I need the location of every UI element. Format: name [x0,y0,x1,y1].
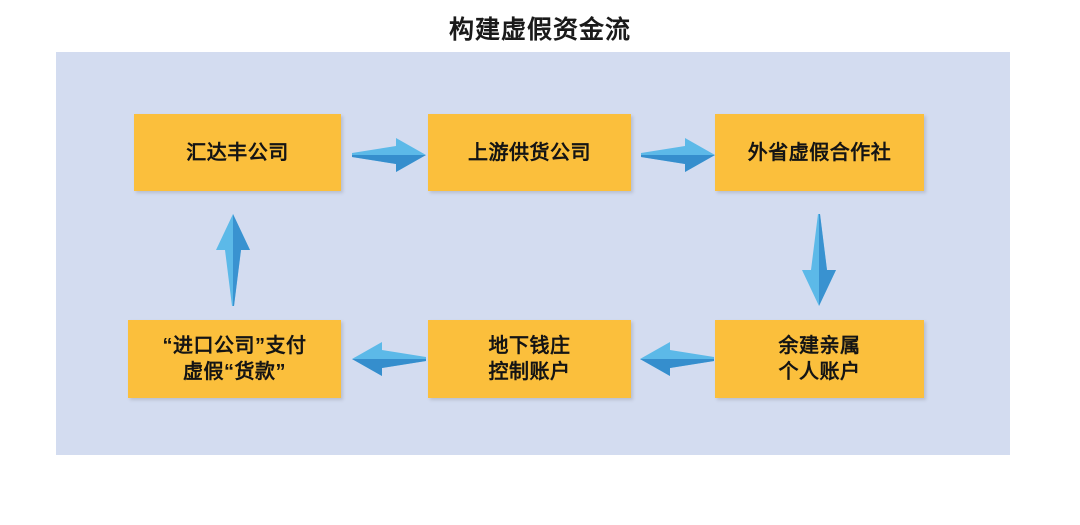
node-underground-bank-controlled-account[interactable]: 地下钱庄 控制账户 [428,320,631,398]
node-label-line1: 外省虚假合作社 [747,141,892,164]
node-label-line1: 余建亲属 [778,335,861,357]
node-label-line2: 控制账户 [488,361,571,383]
diagram-canvas: 汇达丰公司 上游供货公司 外省虚假合作社 余建亲属 个人账户 地下钱庄 控制账户… [56,52,1010,455]
arrow-down-fake-coop-to-relative-account [797,214,841,306]
arrow-right-huidafeng-to-supplier [352,136,426,174]
node-yujian-relative-personal-account[interactable]: 余建亲属 个人账户 [715,320,924,398]
node-import-company-fake-payment[interactable]: “进口公司”支付 虚假“货款” [128,320,341,398]
arrow-up-import-payment-to-huidafeng [211,214,255,306]
node-out-of-province-fake-cooperative[interactable]: 外省虚假合作社 [715,114,924,191]
arrow-left-relative-account-to-underground [640,340,714,378]
node-label-line1: 地下钱庄 [488,335,571,357]
arrow-right-supplier-to-fake-coop [641,136,715,174]
node-huidafeng-company[interactable]: 汇达丰公司 [134,114,341,191]
node-label-line1: “进口公司”支付 [162,335,307,357]
page-title: 构建虚假资金流 [448,16,631,44]
node-label-line1: 汇达丰公司 [186,141,289,164]
arrow-left-underground-to-import-payment [352,340,426,378]
node-label-line1: 上游供货公司 [468,141,591,164]
node-label-line2: 个人账户 [778,361,861,383]
node-upstream-supplier-company[interactable]: 上游供货公司 [428,114,631,191]
node-label-line2: 虚假“货款” [183,361,286,383]
